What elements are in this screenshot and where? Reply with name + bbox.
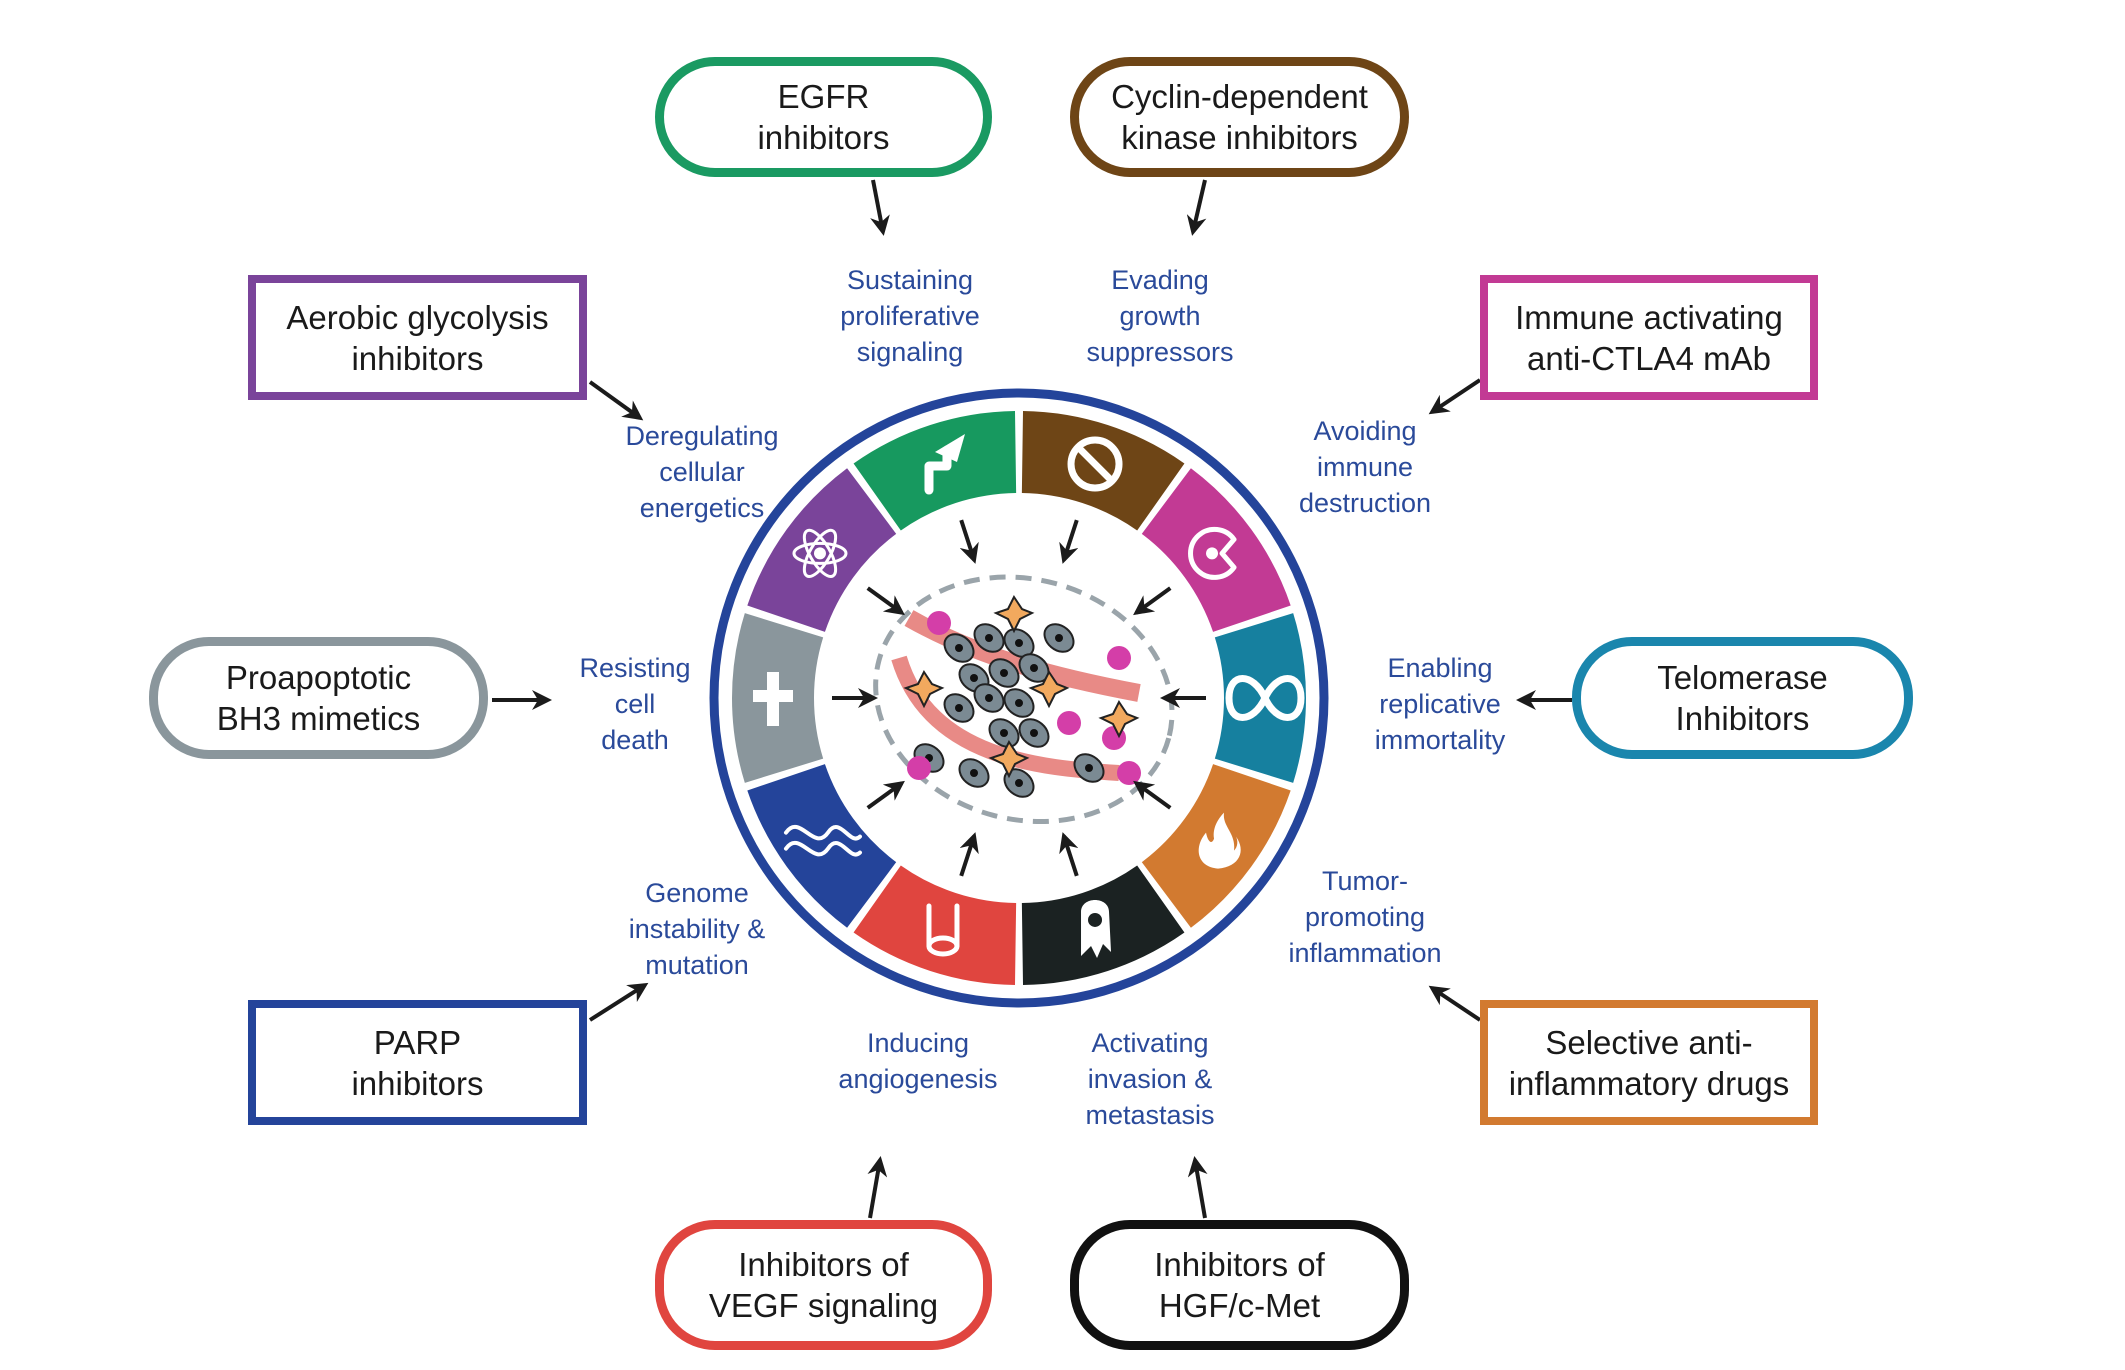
hallmark-segment-immortality: [1214, 613, 1307, 783]
therapy-anti-ctla4: Immune activating anti-CTLA4 mAb: [1480, 275, 1818, 400]
tumor-cell-nucleus: [1055, 634, 1063, 642]
hallmark-label-proliferative: Sustaining proliferative signaling: [840, 265, 980, 367]
hallmark-segment-genome: [747, 764, 897, 928]
inward-arrow: [959, 519, 979, 564]
atom-icon: [792, 528, 848, 578]
therapy-arrow: [1186, 179, 1207, 236]
hallmark-label-death: Resisting cell death: [579, 653, 691, 755]
therapy-arrow: [1187, 1156, 1208, 1219]
fibroblast: [993, 595, 1035, 634]
immune-cell: [927, 611, 951, 635]
inward-arrow: [1059, 832, 1079, 877]
fibroblast: [1098, 700, 1140, 739]
hallmark-label-genome: Genome instability & mutation: [628, 878, 766, 980]
therapy-arrow: [588, 380, 644, 421]
flame-icon: [1198, 812, 1241, 869]
migrating-cell-icon: [1081, 899, 1112, 958]
therapy-telomerase-inhibitors: Telomerase Inhibitors: [1572, 637, 1913, 759]
tumor-microenvironment: [873, 574, 1175, 825]
inward-arrow: [866, 586, 905, 616]
tumor-cell-nucleus: [1015, 779, 1023, 787]
inward-arrow: [1133, 780, 1172, 810]
tumor-cell-nucleus: [955, 644, 963, 652]
inward-arrow: [866, 780, 905, 810]
tumor-cell-nucleus: [985, 634, 993, 642]
blood-vessel-icon: [926, 903, 960, 957]
therapy-selective-anti-inflammatory: Selective anti- inflammatory drugs: [1480, 1000, 1818, 1125]
therapy-arrow: [870, 179, 890, 236]
therapy-label: PARP inhibitors: [351, 1023, 484, 1102]
tumor-cell-nucleus: [970, 769, 978, 777]
arrows: [492, 179, 1572, 1219]
therapy-label: Inhibitors of VEGF signaling: [708, 1246, 939, 1324]
tumor-boundary: [873, 574, 1175, 825]
therapy-label: EGFR inhibitors: [757, 78, 890, 156]
inward-arrow: [1059, 519, 1079, 564]
tumor-cell-nucleus: [1000, 669, 1008, 677]
tumor-cell-nucleus: [1085, 764, 1093, 772]
therapy-aerobic-glycolysis-inhibitors: Aerobic glycolysis inhibitors: [248, 275, 587, 400]
therapy-vegf-inhibitors: Inhibitors of VEGF signaling: [655, 1220, 992, 1350]
bent-arrow-icon: [924, 434, 965, 495]
inward-arrow: [959, 832, 979, 877]
hallmarks-ring: [709, 388, 1329, 1008]
hallmark-label-immune: Avoiding immune destruction: [1298, 416, 1432, 518]
hallmark-segment-proliferative: [853, 411, 1017, 531]
therapy-label: Selective anti- inflammatory drugs: [1508, 1023, 1790, 1102]
tumor-cell-nucleus: [1030, 664, 1038, 672]
hallmark-label-immortality: Enabling replicative immortality: [1374, 653, 1506, 755]
immune-cell: [1107, 646, 1131, 670]
prohibition-icon: [1067, 436, 1123, 492]
tumor-cell-nucleus: [1015, 699, 1023, 707]
therapy-label: Aerobic glycolysis inhibitors: [286, 298, 549, 377]
tumor-cell-nucleus: [970, 674, 978, 682]
infinity-icon: [1225, 675, 1305, 721]
therapy-label: Immune activating anti-CTLA4 mAb: [1515, 298, 1783, 377]
therapy-arrow: [1428, 985, 1482, 1022]
hallmark-label-energetics: Deregulating cellular energetics: [625, 421, 779, 523]
tumor-cell-nucleus: [985, 694, 993, 702]
therapy-arrow: [867, 1156, 888, 1219]
therapy-label: Inhibitors of HGF/c-Met: [1154, 1246, 1325, 1324]
tumor-cell-nucleus: [955, 704, 963, 712]
hallmark-label-growth: Evading growth suppressors: [1086, 265, 1234, 367]
immune-cell-icon: [1188, 526, 1237, 580]
hallmark-label-inflammation: Tumor- promoting inflammation: [1288, 866, 1442, 968]
therapy-label: Proapoptotic BH3 mimetics: [216, 659, 421, 737]
hallmark-segment-angiogenesis: [853, 865, 1017, 985]
tumor-cell-nucleus: [1015, 639, 1023, 647]
hallmark-label-angiogenesis: Inducing angiogenesis: [838, 1028, 998, 1094]
cross-icon: [753, 672, 793, 726]
dna-icon: [783, 824, 862, 857]
therapy-label: Telomerase Inhibitors: [1657, 659, 1828, 737]
therapy-bh3-mimetics: Proapoptotic BH3 mimetics: [149, 637, 488, 759]
fibroblast: [988, 740, 1030, 779]
hallmark-label-invasion: Activating invasion & metastasis: [1085, 1028, 1215, 1130]
tumor-cell-nucleus: [1030, 729, 1038, 737]
fibroblast: [1028, 670, 1070, 709]
immune-cell: [1117, 761, 1141, 785]
immune-cell: [907, 756, 931, 780]
therapy-parp-inhibitors: PARP inhibitors: [248, 1000, 587, 1125]
inward-arrow: [1133, 586, 1172, 616]
therapy-egfr-inhibitors: EGFR inhibitors: [655, 57, 992, 177]
therapy-arrow: [1428, 378, 1482, 415]
therapy-hgf-cmet-inhibitors: Inhibitors of HGF/c-Met: [1070, 1220, 1409, 1350]
tumor-cell-nucleus: [1000, 729, 1008, 737]
therapy-cdk-inhibitors: Cyclin-dependent kinase inhibitors: [1070, 57, 1409, 177]
immune-cell: [1057, 711, 1081, 735]
fibroblast: [903, 670, 945, 709]
therapy-label: Cyclin-dependent kinase inhibitors: [1111, 78, 1368, 156]
ring-outline: [709, 388, 1329, 1008]
therapy-arrow: [588, 982, 649, 1022]
